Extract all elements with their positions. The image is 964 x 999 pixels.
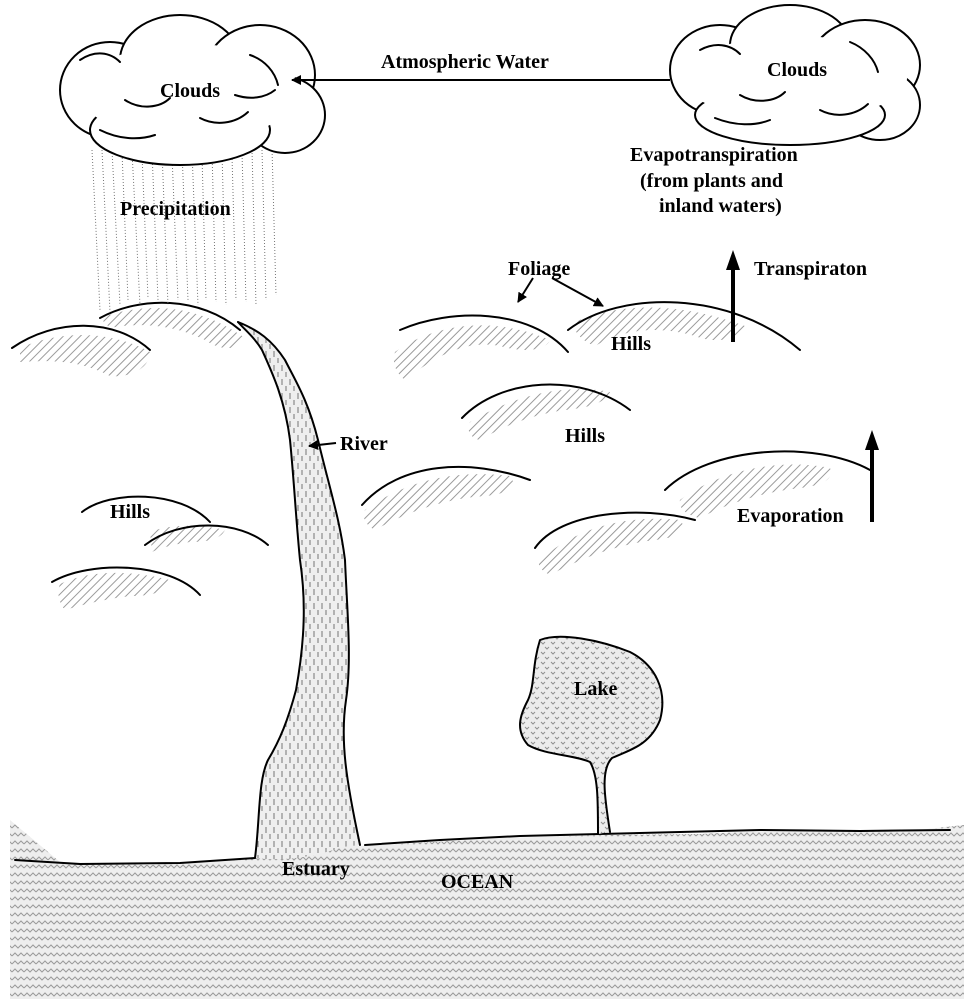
evapotranspiration-label-line2: (from plants and — [640, 170, 783, 192]
hills-label-left: Hills — [110, 501, 150, 523]
estuary-label: Estuary — [282, 858, 350, 880]
foliage-patches — [20, 307, 831, 610]
evaporation-label: Evaporation — [737, 505, 844, 527]
hills-label-middle: Hills — [565, 425, 605, 447]
hills-label-top: Hills — [611, 333, 651, 355]
ocean — [10, 820, 964, 999]
precipitation-rain — [92, 148, 276, 312]
ocean-label: OCEAN — [441, 871, 514, 893]
evapotranspiration-label-line1: Evapotranspiration — [630, 144, 798, 166]
evaporation-arrow — [865, 430, 879, 522]
foliage-label: Foliage — [508, 258, 570, 280]
river — [238, 322, 360, 859]
foliage-pointer-right — [552, 278, 603, 306]
evapotranspiration-label-line3: inland waters) — [659, 195, 782, 217]
lake — [520, 637, 662, 834]
clouds-left-label: Clouds — [160, 80, 220, 102]
foliage-pointer-left — [518, 278, 533, 302]
transpiration-label: Transpiraton — [754, 258, 867, 280]
river-label: River — [340, 433, 388, 455]
atmospheric-water-label: Atmospheric Water — [381, 51, 549, 73]
lake-label: Lake — [574, 678, 617, 700]
precipitation-label: Precipitation — [120, 198, 231, 220]
clouds-right-label: Clouds — [767, 59, 827, 81]
